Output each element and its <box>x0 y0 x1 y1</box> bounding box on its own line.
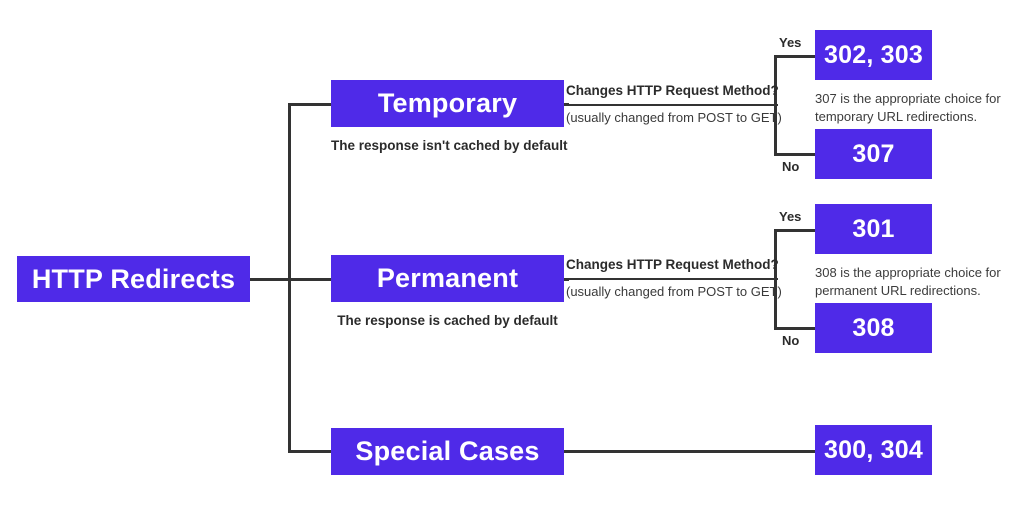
node-permanent-yes-codes-label: 301 <box>852 214 895 243</box>
node-temporary-no-codes[interactable]: 307 <box>815 129 932 179</box>
question-temporary-divider <box>566 103 778 106</box>
connector-trunk-to-permanent <box>288 278 332 281</box>
question-permanent: Changes HTTP Request Method? (usually ch… <box>566 257 782 300</box>
label-temporary-yes: Yes <box>779 35 802 50</box>
node-special-cases[interactable]: Special Cases <box>331 428 564 475</box>
connector-trunk-to-special <box>288 450 332 453</box>
label-permanent-no: No <box>782 333 800 348</box>
node-permanent-no-codes[interactable]: 308 <box>815 303 932 353</box>
connector-special-to-codes <box>563 450 816 453</box>
node-http-redirects[interactable]: HTTP Redirects <box>17 256 250 302</box>
node-http-redirects-label: HTTP Redirects <box>31 263 236 294</box>
question-permanent-sub: (usually changed from POST to GET) <box>566 283 782 299</box>
connector-permanent-no <box>774 327 816 330</box>
note-temporary: 307 is the appropriate choice for tempor… <box>815 91 1001 124</box>
label-temporary-no: No <box>782 159 800 174</box>
connector-trunk-to-temporary <box>288 103 332 106</box>
node-permanent-label: Permanent <box>376 263 519 293</box>
note-permanent: 308 is the appropriate choice for perman… <box>815 265 1001 298</box>
node-special-cases-label: Special Cases <box>355 436 540 466</box>
node-temporary[interactable]: Temporary <box>331 80 564 127</box>
question-temporary-sub: (usually changed from POST to GET) <box>566 109 782 125</box>
node-temporary-yes-codes[interactable]: 302, 303 <box>815 30 932 80</box>
question-permanent-main: Changes HTTP Request Method? <box>566 257 779 272</box>
node-special-cases-codes-label: 300, 304 <box>824 435 923 464</box>
node-permanent-yes-codes[interactable]: 301 <box>815 204 932 254</box>
node-permanent-no-codes-label: 308 <box>852 313 895 342</box>
connector-permanent-yes <box>774 229 816 232</box>
node-temporary-no-codes-label: 307 <box>852 139 895 168</box>
label-permanent-yes: Yes <box>779 209 802 224</box>
node-temporary-label: Temporary <box>377 88 518 118</box>
question-temporary: Changes HTTP Request Method? (usually ch… <box>566 83 782 126</box>
question-temporary-main: Changes HTTP Request Method? <box>566 83 779 98</box>
caption-permanent: The response is cached by default <box>337 313 558 328</box>
caption-temporary: The response isn't cached by default <box>331 138 568 153</box>
connector-temporary-yes <box>774 55 816 58</box>
connector-temporary-no <box>774 153 816 156</box>
node-special-cases-codes[interactable]: 300, 304 <box>815 425 932 475</box>
question-permanent-divider <box>566 277 778 280</box>
connector-root-to-trunk <box>249 278 291 281</box>
node-temporary-yes-codes-label: 302, 303 <box>824 40 923 69</box>
node-permanent[interactable]: Permanent <box>331 255 564 302</box>
